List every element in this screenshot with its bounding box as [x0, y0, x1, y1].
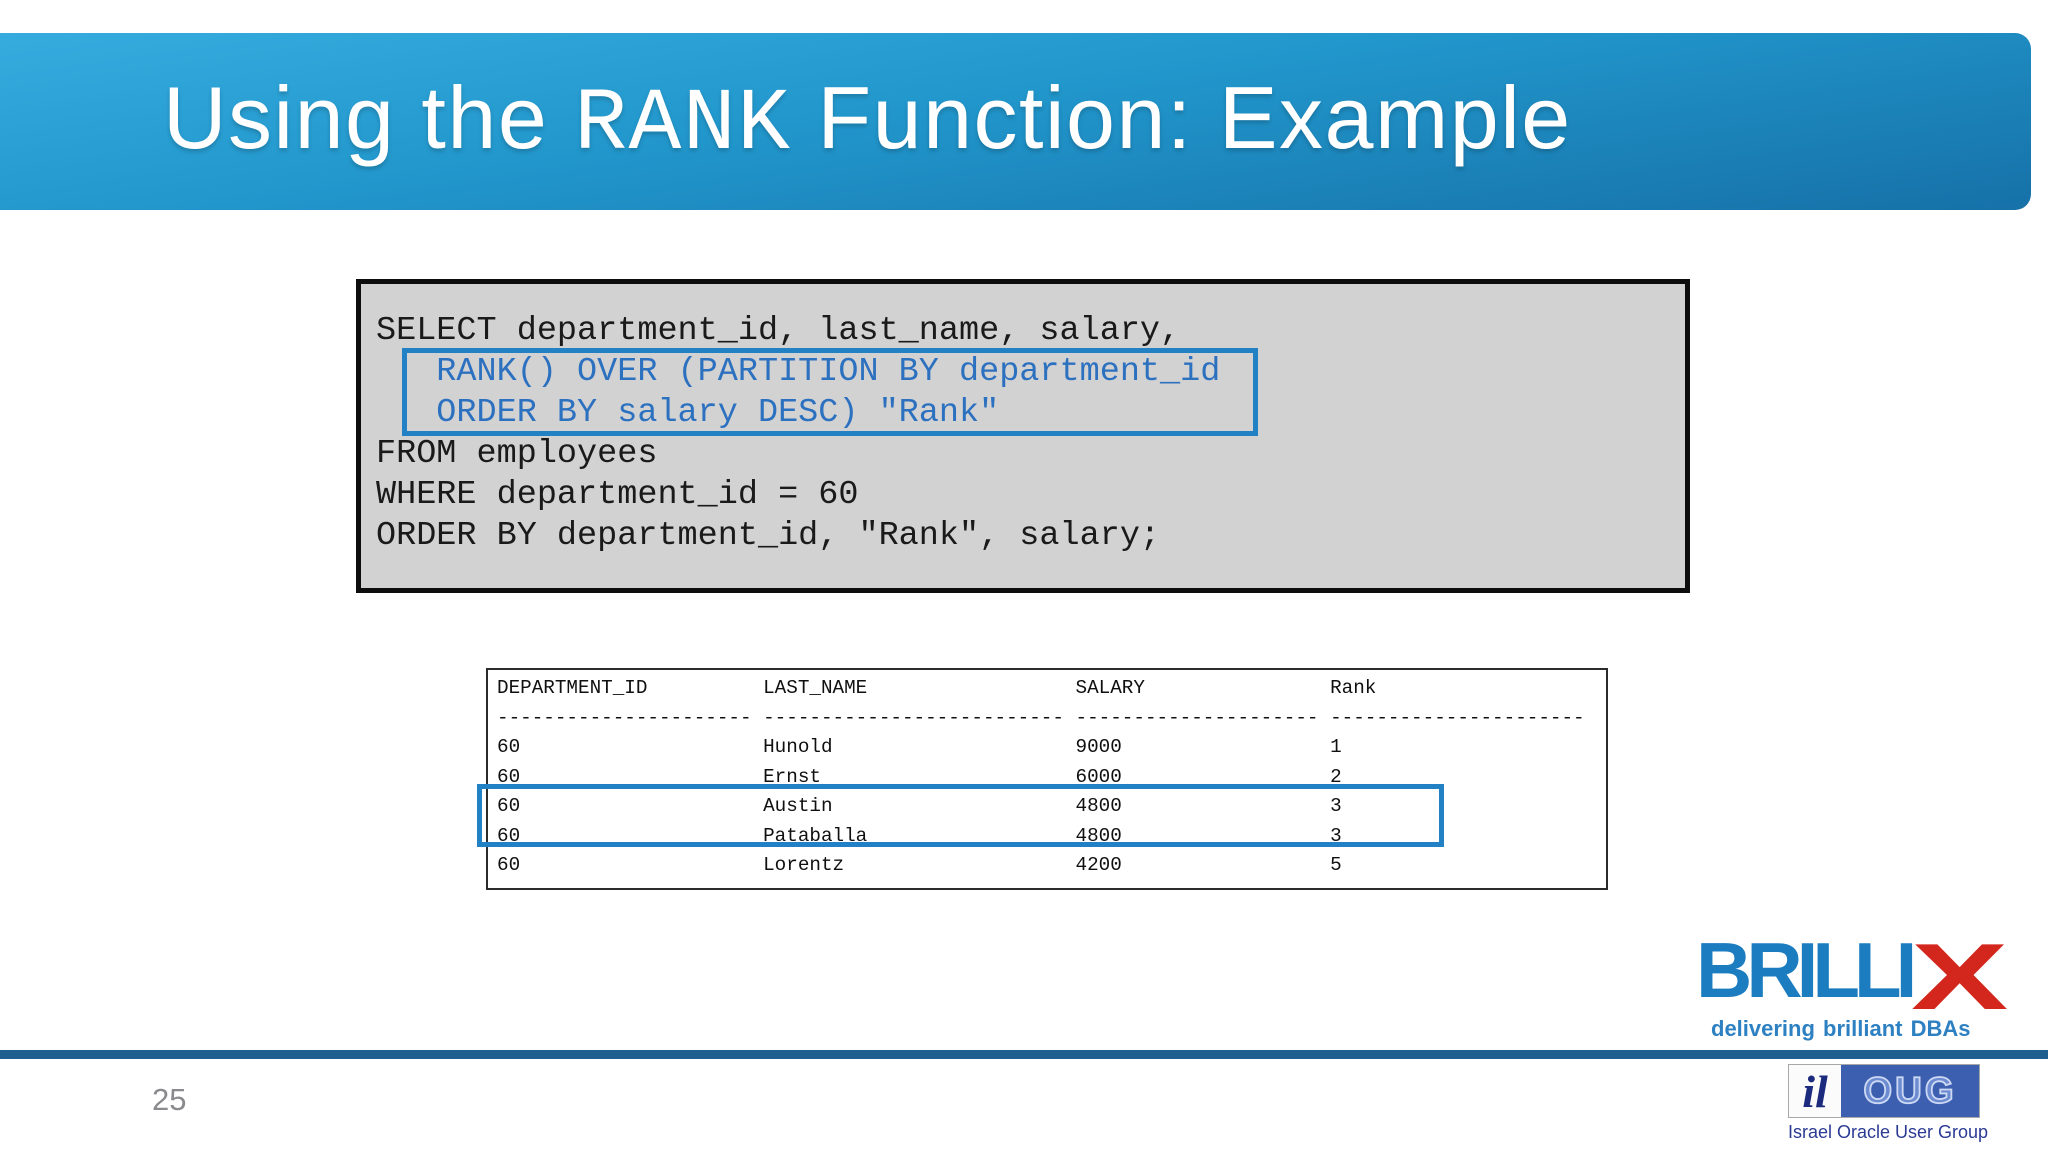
title-code-keyword: RANK — [574, 75, 792, 175]
table-separator-row: ----------------------------------------… — [497, 706, 1585, 729]
sql-line-order-by: ORDER BY salary DESC) "Rank" — [376, 394, 1000, 432]
brillix-text-blue: BRILLI — [1696, 926, 1917, 1014]
page-number: 25 — [152, 1082, 187, 1117]
title-bar: Using the RANK Function: Example — [0, 33, 2031, 210]
sql-code-lines: SELECT department_id, last_name, salary,… — [376, 311, 1220, 557]
title-suffix: Function: Example — [791, 67, 1572, 167]
iloug-caption: Israel Oracle User Group — [1787, 1122, 1989, 1142]
iloug-logo: il OUG Israel Oracle User Group — [1788, 1064, 2000, 1143]
brillix-wordmark: BRILLIX — [1696, 930, 2011, 1024]
col-header-salary: SALARY — [1075, 677, 1145, 699]
brillix-logo: BRILLIX delivering brilliant DBAs — [1696, 930, 2011, 1040]
sql-line-select: SELECT department_id, last_name, salary, — [376, 312, 1181, 350]
sql-code-block: SELECT department_id, last_name, salary,… — [356, 279, 1690, 593]
col-header-rank: Rank — [1330, 677, 1377, 699]
sql-line-from: FROM employees — [376, 435, 658, 473]
sql-line-rank: RANK() OVER (PARTITION BY department_id — [376, 353, 1221, 391]
title-prefix: Using the — [163, 67, 575, 167]
sql-line-order: ORDER BY department_id, "Rank", salary; — [376, 517, 1161, 555]
brillix-text-x: X — [1911, 924, 2009, 1029]
iloug-il-text: il — [1789, 1065, 1841, 1117]
table-header-row: DEPARTMENT_ID LAST_NAME SALARY Rank — [497, 674, 1585, 704]
brillix-tagline: delivering brilliant DBAs — [1711, 1016, 1971, 1041]
col-header-last-name: LAST_NAME — [763, 677, 868, 699]
iloug-oug-text: OUG — [1841, 1065, 1979, 1117]
sql-line-where: WHERE department_id = 60 — [376, 476, 859, 514]
col-header-department-id: DEPARTMENT_ID — [497, 677, 648, 699]
page-title: Using the RANK Function: Example — [0, 73, 1572, 170]
query-result-table: DEPARTMENT_ID LAST_NAME SALARY Rank -------… — [486, 668, 1608, 890]
footer-divider — [0, 1050, 2048, 1059]
query-result-lines: DEPARTMENT_ID LAST_NAME SALARY Rank -------… — [497, 674, 1585, 881]
rank-clause-highlight-box — [402, 348, 1258, 436]
iloug-logo-boxes: il OUG — [1788, 1064, 1980, 1118]
tie-rank-highlight-box — [477, 784, 1444, 847]
